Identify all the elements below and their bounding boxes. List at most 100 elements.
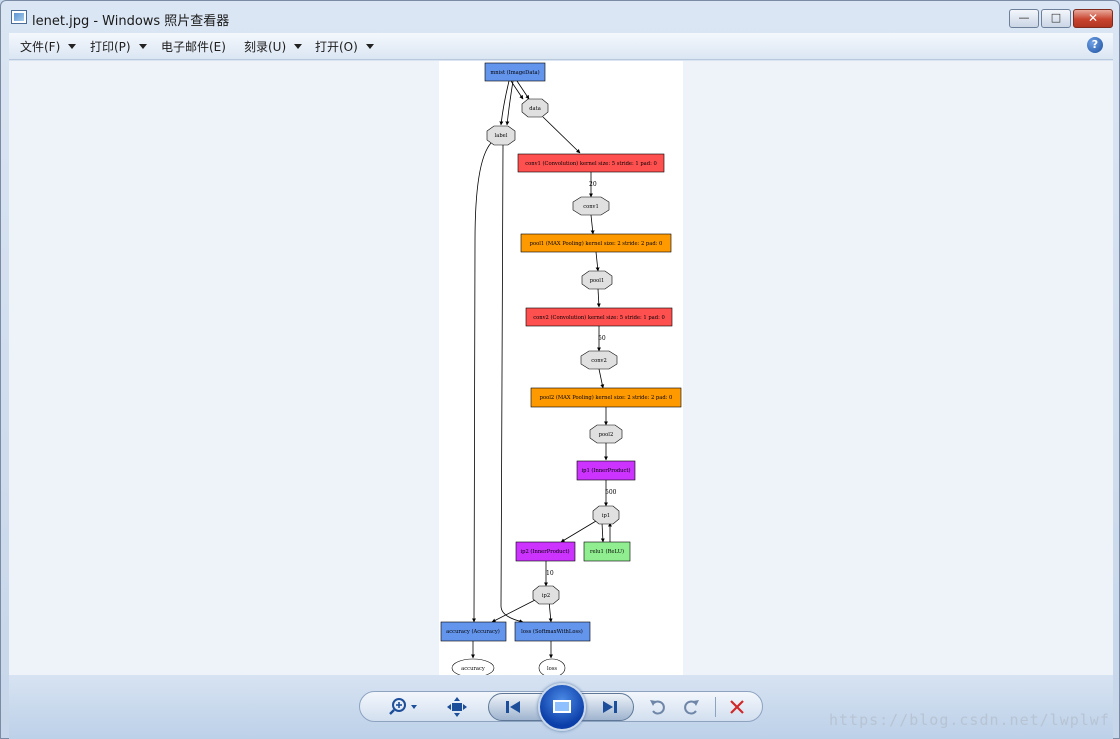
edge (499, 80, 510, 126)
node-data-blob (521, 98, 549, 118)
node-label: label (495, 133, 508, 139)
chevron-down-icon (365, 44, 374, 49)
node-pool2-blob (589, 424, 623, 444)
node-ip1-blob (592, 505, 620, 525)
node-label: ip2 (542, 593, 550, 599)
node-label: accuracy (461, 666, 485, 672)
maximize-button[interactable]: □ (1041, 9, 1071, 28)
title-bar[interactable]: lenet.jpg - Windows 照片查看器 — □ ✕ (1, 1, 1119, 33)
edge (548, 600, 553, 623)
menu-burn-label: 刻录(U) (244, 40, 287, 54)
node-loss-output (538, 658, 566, 675)
next-button[interactable] (599, 695, 621, 719)
menu-email-label: 电子邮件(E) (161, 40, 226, 54)
edge-label: 10 (546, 570, 554, 577)
menu-print[interactable]: 打印(P) (90, 38, 147, 55)
node-pool1-blob (581, 270, 613, 290)
image-viewing-area[interactable]: 20 50 500 10 (9, 61, 1113, 675)
edge-labels: 20 50 500 10 (546, 181, 617, 577)
node-labels: mnist (ImageData) data label conv1 (Conv… (446, 69, 672, 672)
layer-nodes (440, 62, 682, 642)
node-label: conv2 (Convolution) kernel size: 5 strid… (533, 314, 665, 321)
graph-edges (471, 80, 612, 659)
node-label: ip1 (InnerProduct) (581, 467, 630, 474)
watermark-text: https://blog.csdn.net/lwplwf (829, 711, 1110, 729)
menu-bar: 文件(F) 打印(P) 电子邮件(E) 刻录(U) 打开(O) ? (9, 33, 1113, 60)
menu-file-label: 文件(F) (20, 40, 61, 54)
zoom-button[interactable] (387, 695, 421, 719)
network-graph: 20 50 500 10 (440, 62, 682, 675)
delete-button[interactable] (726, 695, 748, 719)
help-icon[interactable]: ? (1087, 37, 1103, 53)
minimize-button[interactable]: — (1009, 9, 1039, 28)
slideshow-button[interactable] (538, 683, 586, 731)
node-relu1-box (583, 541, 631, 562)
rotate-clockwise-button[interactable] (680, 695, 702, 719)
menu-file[interactable]: 文件(F) (20, 38, 77, 55)
close-icon: ✕ (1087, 11, 1099, 25)
edge (510, 80, 524, 100)
node-accuracy-box (440, 621, 507, 642)
zoom-icon (389, 698, 417, 715)
menu-burn[interactable]: 刻录(U) (244, 38, 303, 55)
control-bar: https://blog.csdn.net/lwplwf (9, 675, 1113, 739)
node-label-blob (486, 125, 516, 146)
chevron-down-icon (138, 44, 147, 49)
node-label: data (529, 106, 541, 112)
edge-label: 500 (605, 489, 617, 496)
menu-open[interactable]: 打开(O) (315, 38, 374, 55)
actual-size-icon (447, 697, 467, 717)
menu-print-label: 打印(P) (90, 40, 131, 54)
node-accuracy-output (451, 658, 495, 675)
window-controls: — □ ✕ (1007, 9, 1113, 28)
maximize-icon: □ (1050, 11, 1062, 24)
node-label: loss (SoftmaxWithLoss) (521, 628, 583, 635)
node-label: accuracy (Accuracy) (446, 628, 500, 635)
delete-icon (730, 700, 744, 714)
rotate-counterclockwise-button[interactable] (647, 695, 669, 719)
edge (560, 520, 597, 543)
node-conv2-box (525, 307, 673, 327)
menu-open-label: 打开(O) (315, 40, 358, 54)
edge (590, 214, 595, 235)
edge (595, 251, 600, 272)
rotate-clockwise-icon (684, 700, 699, 715)
edge (500, 144, 524, 624)
edge (600, 522, 605, 543)
chevron-down-icon (68, 44, 77, 49)
node-label: ip1 (602, 513, 610, 519)
node-loss-box (514, 621, 591, 642)
window-title: lenet.jpg - Windows 照片查看器 (32, 14, 230, 29)
close-button[interactable]: ✕ (1073, 9, 1113, 28)
node-label: conv2 (591, 358, 607, 364)
node-conv2-blob (580, 350, 618, 370)
node-label: loss (547, 666, 557, 672)
previous-button[interactable] (502, 695, 524, 719)
edge (596, 288, 601, 308)
rotate-counterclockwise-icon (650, 700, 665, 715)
minimize-icon: — (1018, 11, 1030, 24)
node-pool2-box (530, 387, 682, 408)
edge (472, 142, 492, 623)
edge (542, 116, 581, 154)
edge-label: 50 (598, 335, 606, 342)
edge (491, 598, 538, 623)
next-icon (603, 701, 617, 713)
node-label: pool2 (599, 432, 614, 438)
previous-icon (506, 701, 520, 713)
node-label: relu1 (ReLU) (590, 548, 624, 555)
node-ip2-blob (532, 585, 560, 605)
node-conv1-box (517, 153, 665, 173)
node-ip2-box (515, 541, 576, 562)
node-label: ip2 (InnerProduct) (520, 548, 569, 555)
edge-label: 20 (589, 181, 597, 188)
chevron-down-icon (294, 44, 303, 49)
menu-email[interactable]: 电子邮件(E) (161, 38, 226, 55)
node-conv1-blob (572, 196, 610, 216)
blob-nodes (486, 98, 623, 605)
actual-size-button[interactable] (445, 695, 469, 719)
node-label: pool2 (MAX Pooling) kernel size: 2 strid… (540, 394, 673, 401)
node-label: pool1 (MAX Pooling) kernel size: 2 strid… (530, 240, 663, 247)
node-mnist-box (484, 62, 546, 82)
